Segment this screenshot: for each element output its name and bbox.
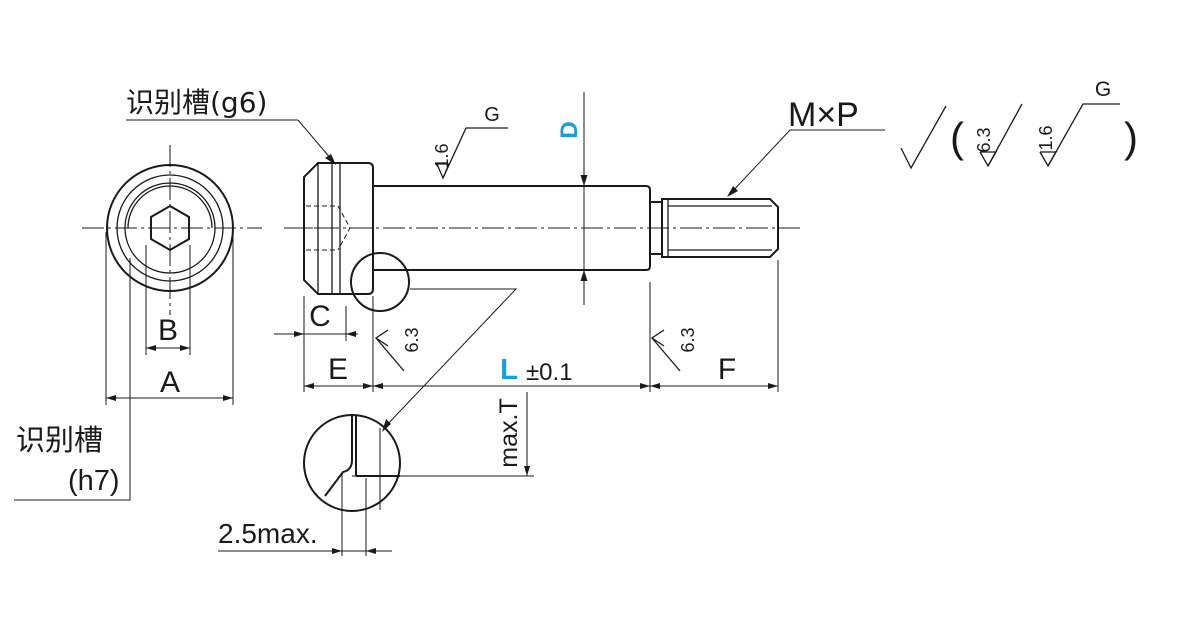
side-view: D C E L ±0.1 F (274, 92, 800, 392)
dim-d-arrow-bottom (580, 270, 588, 281)
finish-value-head: 6.3 (402, 327, 422, 352)
legend-paren-close: ) (1124, 114, 1138, 161)
max-t-arrow (524, 466, 530, 476)
general-finish-legend: ( 6.3 1.6 G ) (900, 78, 1138, 170)
max-t-label: max.T (495, 398, 523, 467)
dim-f-arrow-right (768, 383, 778, 389)
shoulder-shaft (373, 185, 651, 271)
dim-e-arrow-right (363, 383, 373, 389)
dim-d-label: D (556, 121, 583, 138)
detail-undercut-profile (324, 459, 353, 497)
thread-label: M×P (788, 96, 859, 134)
undercut-arrow-right (366, 548, 376, 554)
screw-head (303, 162, 374, 295)
head-chamfer-circle (116, 174, 224, 282)
groove-h7-leader (14, 258, 131, 501)
dim-a-arrow-left (106, 395, 116, 401)
detail-view-circle (303, 414, 401, 512)
undercut-arrow-left (332, 548, 342, 554)
dim-e-label: E (328, 353, 348, 386)
dim-b-label: B (158, 314, 178, 347)
groove-g6-label: 识别槽(g6) (126, 86, 267, 119)
general-finish-check (900, 105, 947, 170)
finish-symbol-head: 6.3 (374, 327, 422, 372)
finish-triangle-thread-end (650, 329, 665, 347)
groove-h7-label-line2: (h7) (68, 465, 120, 497)
legend-leader-63 (987, 103, 1023, 167)
legend-triangle-63 (979, 151, 998, 168)
dim-f-label: F (718, 353, 736, 386)
finish-value-thread-end: 6.3 (678, 327, 698, 352)
groove-h7-label-line1: 识别槽 (16, 423, 103, 457)
detail-view: max.T 2.5max. (218, 392, 534, 556)
thread-callout: M×P (727, 96, 885, 197)
detail-leader-line (383, 288, 518, 429)
dim-c-label: C (309, 300, 331, 333)
legend-grade-g: G (1095, 78, 1111, 101)
dim-l-arrow-left (373, 383, 383, 389)
dim-c-arrow-left (294, 331, 304, 337)
detail-circle (350, 252, 410, 312)
legend-value-16: 1.6 (1036, 125, 1056, 150)
dim-b-arrow-right (180, 345, 190, 351)
dim-f-arrow-left (650, 383, 660, 389)
groove-g6-callout: 识别槽(g6) (126, 86, 336, 165)
end-view: B A 识别槽 (h7) (14, 145, 262, 501)
dim-a-label: A (160, 366, 180, 399)
thread (661, 198, 779, 258)
head-inner-circle (124, 182, 216, 274)
finish-grade-shaft: G (484, 104, 500, 126)
dim-a-arrow-right (223, 395, 233, 401)
legend-value-63: 6.3 (974, 127, 994, 152)
head-outer-circle (106, 164, 234, 292)
hex-socket (150, 204, 190, 252)
finish-triangle-head (374, 329, 389, 347)
dim-l-label: L (500, 354, 518, 386)
thread-arrowhead (727, 186, 738, 197)
dim-l-arrow-right (640, 383, 650, 389)
dim-e-arrow-left (304, 383, 314, 389)
dim-b-arrow-left (146, 345, 156, 351)
finish-leader-thread-end (651, 337, 681, 372)
finish-leader-shaft (442, 127, 508, 179)
dim-l-tolerance: ±0.1 (526, 359, 573, 386)
thread-leader (729, 129, 885, 195)
dim-c-arrow-right (346, 331, 356, 337)
groove-g6-arrowhead (325, 154, 336, 165)
legend-triangle-16 (1039, 151, 1058, 168)
finish-leader-head (375, 337, 405, 372)
groove-g6-leader (297, 119, 333, 161)
undercut-label: 2.5max. (218, 518, 318, 549)
finish-symbol-thread-end: 6.3 (650, 327, 698, 372)
dim-d-arrow-top (580, 175, 588, 186)
identification-groove-arc (127, 185, 213, 229)
hex-socket-hidden (306, 205, 351, 251)
legend-paren-open: ( (950, 114, 964, 161)
finish-symbol-shaft: 1.6 G (432, 104, 508, 180)
finish-value-shaft: 1.6 (432, 143, 452, 168)
legend-leader-16 (1047, 103, 1120, 167)
